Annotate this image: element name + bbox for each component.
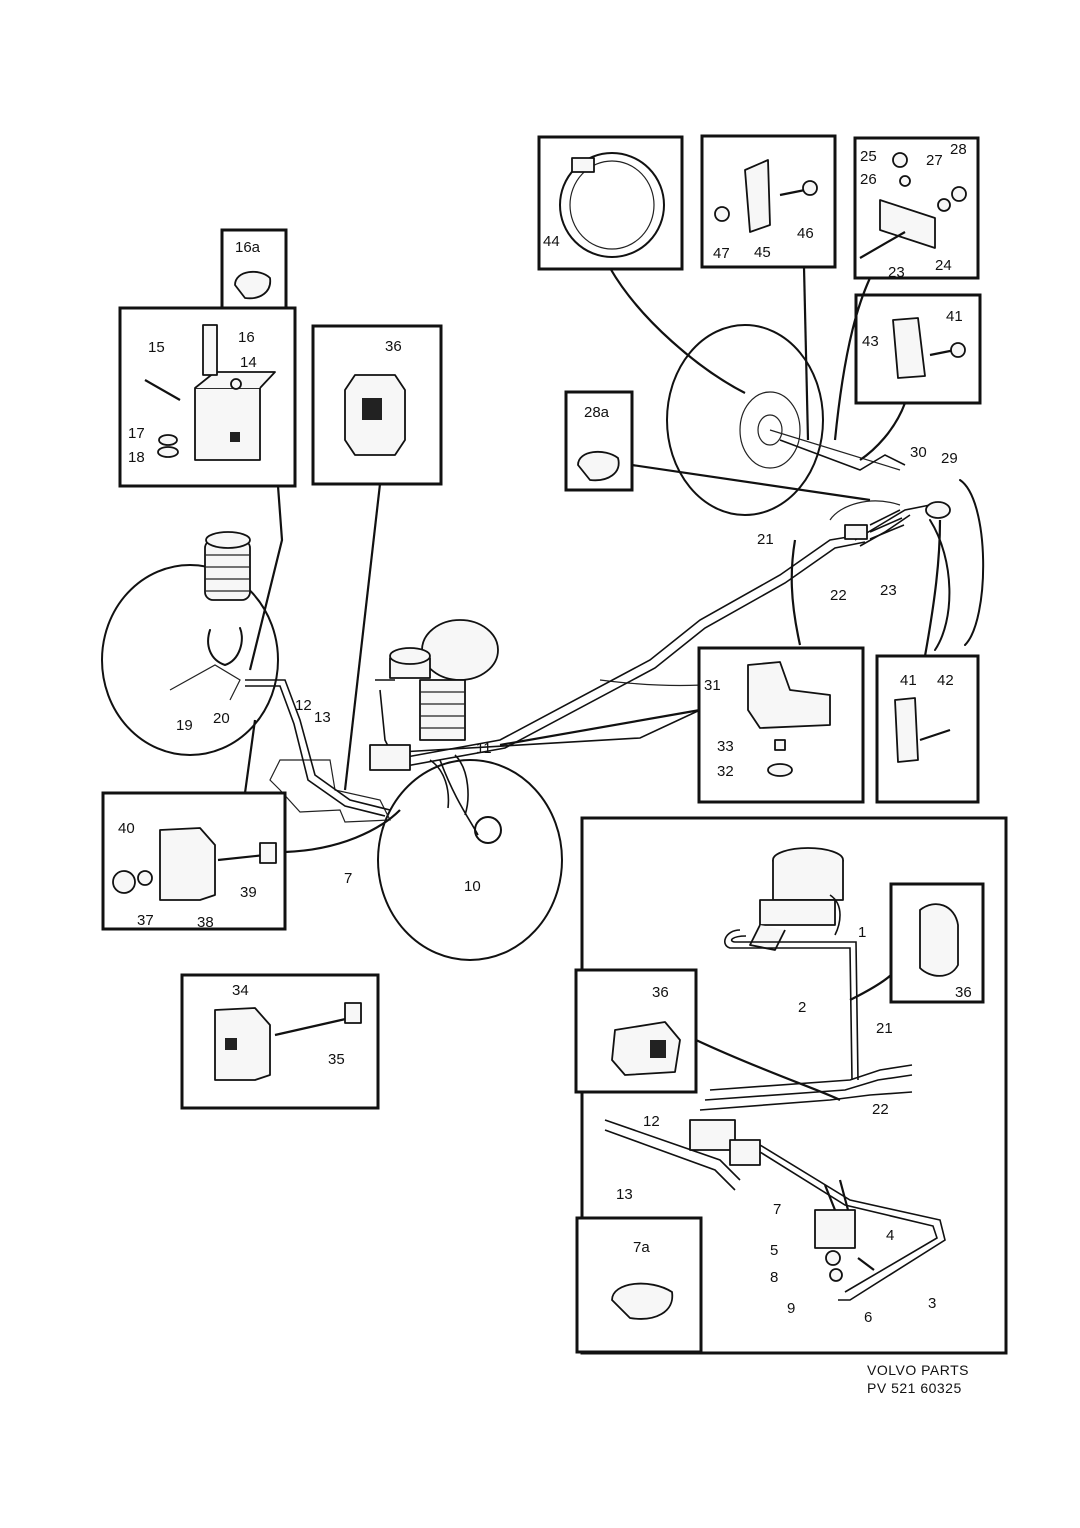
part-number-labels: 1 2 3 4 5 6 7 7 7a 8 9 10 11 12 12 13 13… [118, 141, 972, 1326]
label-23: 23 [880, 582, 897, 599]
label-36-mid: 36 [652, 984, 669, 1001]
label-36-right: 36 [955, 984, 972, 1001]
chassis-drawing [101, 324, 985, 961]
footer-code: PV 521 60325 [867, 1380, 962, 1396]
label-1: 1 [858, 924, 866, 941]
inset-37-40 [101, 791, 287, 931]
label-34: 34 [232, 982, 249, 999]
label-23-inset: 23 [888, 264, 905, 281]
inset-45-47 [700, 134, 837, 269]
label-43: 43 [862, 333, 879, 350]
inset-44 [537, 135, 684, 271]
label-35: 35 [328, 1051, 345, 1068]
label-22: 22 [830, 587, 847, 604]
label-2: 2 [798, 999, 806, 1016]
label-6: 6 [864, 1309, 872, 1326]
label-3: 3 [928, 1295, 936, 1312]
label-26: 26 [860, 171, 877, 188]
label-30: 30 [910, 444, 927, 461]
footer-brand: VOLVO PARTS [867, 1362, 969, 1378]
label-11: 11 [476, 740, 492, 757]
label-45: 45 [754, 244, 771, 261]
inset-28a [564, 390, 634, 492]
brake-pipes [245, 439, 951, 836]
inset-23-28 [853, 136, 980, 280]
label-17: 17 [128, 425, 145, 442]
label-16a: 16a [235, 239, 261, 256]
label-15: 15 [148, 339, 165, 356]
inset-14-18 [118, 306, 297, 488]
label-44: 44 [543, 233, 560, 250]
label-40: 40 [118, 820, 135, 837]
label-8: 8 [770, 1269, 778, 1286]
rear-wheel [666, 324, 901, 516]
label-12-detail: 12 [643, 1113, 660, 1130]
label-13: 13 [314, 709, 331, 726]
label-41-top: 41 [946, 308, 963, 325]
inset-36-top [311, 324, 443, 486]
inset-34-35 [180, 973, 380, 1110]
label-22-detail: 22 [872, 1101, 889, 1118]
label-19: 19 [176, 717, 193, 734]
label-42: 42 [937, 672, 954, 689]
label-36-top: 36 [385, 338, 402, 355]
label-16: 16 [238, 329, 255, 346]
label-4: 4 [886, 1227, 894, 1244]
spring-strut [204, 531, 251, 666]
inset-41-43 [854, 293, 982, 405]
label-29: 29 [941, 450, 958, 467]
label-28a: 28a [584, 404, 610, 421]
label-7-main: 7 [344, 870, 352, 887]
label-7: 7 [773, 1201, 781, 1218]
inset-36-mid [574, 968, 698, 1094]
label-20: 20 [213, 710, 230, 727]
label-18: 18 [128, 449, 145, 466]
label-32: 32 [717, 763, 734, 780]
label-21-detail: 21 [876, 1020, 893, 1037]
inset-7a [575, 1216, 703, 1354]
label-10: 10 [464, 878, 481, 895]
label-21: 21 [757, 531, 774, 548]
label-31: 31 [704, 677, 721, 694]
label-7a: 7a [633, 1239, 650, 1256]
inset-41-42 [875, 654, 980, 804]
label-24: 24 [935, 257, 952, 274]
label-37: 37 [137, 912, 154, 929]
brake-servo [389, 619, 499, 741]
inset-16a [220, 228, 288, 312]
inset-36-right [889, 882, 985, 1004]
front-left-wheel [101, 564, 279, 756]
label-39: 39 [240, 884, 257, 901]
label-13-detail: 13 [616, 1186, 633, 1203]
label-38: 38 [197, 914, 214, 931]
label-33: 33 [717, 738, 734, 755]
label-47: 47 [713, 245, 730, 262]
leader-lines [243, 266, 942, 1101]
front-right-wheel [377, 759, 563, 961]
rear-right-wheel [929, 479, 985, 651]
inset-31-33 [697, 646, 865, 804]
label-27: 27 [926, 152, 943, 169]
label-14: 14 [240, 354, 257, 371]
label-41-bottom: 41 [900, 672, 917, 689]
label-5: 5 [770, 1242, 778, 1259]
label-25: 25 [860, 148, 877, 165]
label-12: 12 [295, 697, 312, 714]
label-46: 46 [797, 225, 814, 242]
label-9: 9 [787, 1300, 795, 1317]
label-28: 28 [950, 141, 967, 158]
